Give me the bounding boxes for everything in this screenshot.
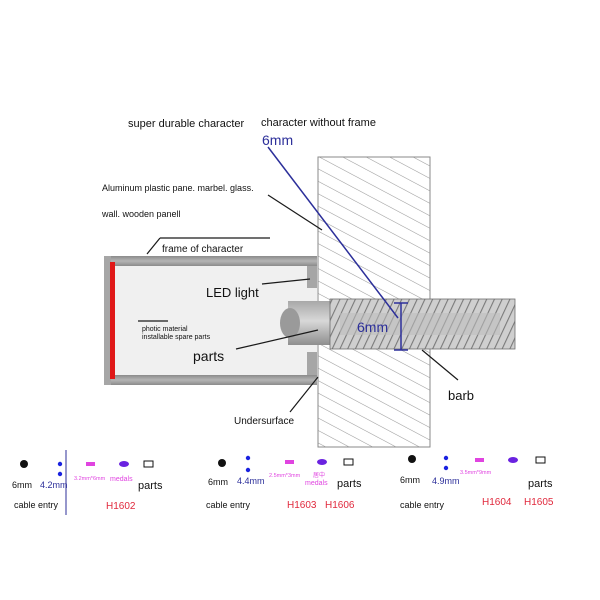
size-6mm: 6mm — [208, 477, 228, 487]
product-code: H1606 — [325, 500, 355, 511]
threaded-stem — [280, 298, 516, 350]
product-code: H1603 — [287, 500, 317, 511]
label-barb: barb — [448, 388, 474, 403]
label-photic-line2: installable spare parts — [142, 334, 211, 341]
product-code: H1604 — [482, 497, 512, 508]
label-six-mm-top: 6mm — [262, 132, 293, 148]
small-hole-dot — [245, 455, 251, 461]
size-small: 4.9mm — [432, 476, 460, 486]
label-undersurface: Undersurface — [234, 416, 294, 427]
label-super-durable: super durable character — [128, 118, 245, 130]
photic-material-strip — [110, 262, 115, 379]
slot-marker — [86, 462, 95, 466]
label-frame-of-character: frame of character — [162, 244, 244, 255]
small-hole-dot — [443, 455, 449, 461]
label-aluminum-line2: wall. wooden panell — [101, 209, 181, 219]
small-hole-dot — [245, 467, 251, 473]
bolt-dimension — [394, 302, 408, 351]
medal-marker — [317, 459, 327, 465]
parts-label: parts — [337, 478, 362, 490]
six-mm-dot — [20, 460, 28, 468]
spec-block-1: 6mm 4.2mm 3.2mm*6mm medals parts cable e… — [12, 450, 163, 515]
six-mm-dot — [218, 459, 226, 467]
six-mm-dot — [408, 455, 416, 463]
size-6mm: 6mm — [400, 475, 420, 485]
note: 居中 — [313, 471, 325, 479]
slot-size: 2.5mm*3mm — [269, 473, 301, 479]
label-parts: parts — [193, 348, 224, 364]
cable-entry-label: cable entry — [400, 500, 445, 510]
small-hole-dot — [57, 471, 63, 477]
cable-entry-label: cable entry — [206, 500, 251, 510]
leader-lines — [138, 194, 459, 413]
label-photic-line1: photic material — [142, 326, 188, 333]
parts-marker — [535, 456, 546, 464]
note: medals — [110, 476, 133, 483]
size-6mm: 6mm — [12, 480, 32, 490]
size-small: 4.4mm — [237, 476, 265, 486]
slot-marker — [285, 460, 294, 464]
parts-label: parts — [528, 478, 553, 490]
six-mm-leader — [267, 146, 399, 319]
slot-size: 3.2mm*6mm — [74, 476, 106, 482]
small-hole-dot — [57, 461, 63, 467]
note-2: medals — [305, 480, 328, 487]
small-hole-dot — [443, 465, 449, 471]
label-without-frame: character without frame — [261, 117, 376, 129]
parts-marker — [143, 460, 154, 468]
cable-entry-label: cable entry — [14, 500, 59, 510]
spec-block-2: 6mm 4.4mm 2.5mm*3mm 居中 medals parts cabl… — [206, 455, 362, 511]
parts-marker — [343, 458, 354, 466]
parts-label: parts — [138, 480, 163, 492]
medal-marker — [119, 461, 129, 467]
slot-size: 3.5mm*9mm — [460, 470, 492, 476]
size-small: 4.2mm — [40, 480, 68, 490]
spec-block-3: 6mm 4.9mm 3.5mm*9mm parts cable entry H1… — [400, 455, 554, 510]
medal-marker — [508, 457, 518, 463]
slot-marker — [475, 458, 484, 462]
product-code: H1605 — [524, 497, 554, 508]
label-led-light: LED light — [206, 285, 259, 300]
label-six-mm-bolt: 6mm — [357, 319, 388, 335]
product-code: H1602 — [106, 501, 136, 512]
label-aluminum-line1: Aluminum plastic pane. marbel. glass. — [102, 183, 254, 193]
